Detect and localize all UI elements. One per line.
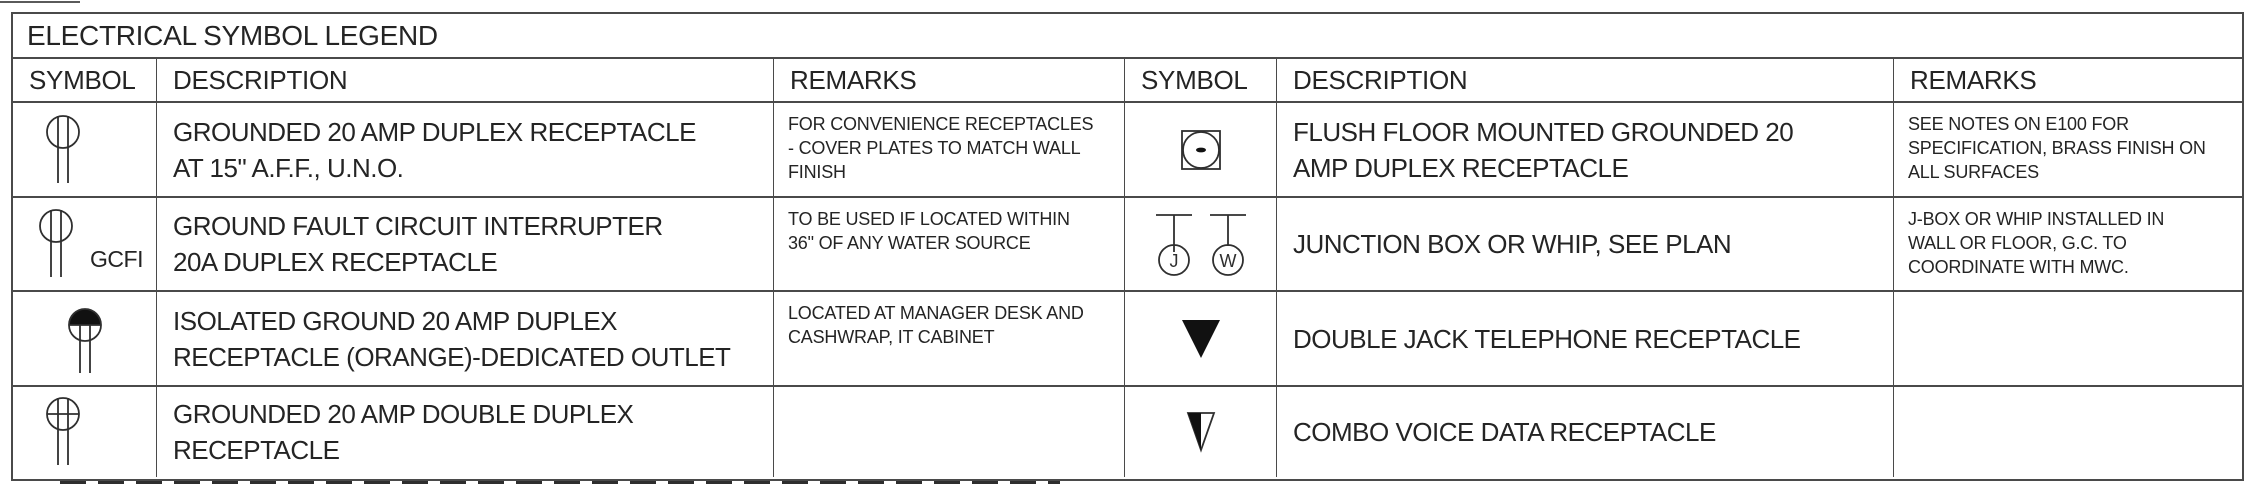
duplex-receptacle-icon: [45, 114, 80, 183]
description-text: ISOLATED GROUND 20 AMP DUPLEX RECEPTACLE…: [173, 305, 731, 372]
description-cell: FLUSH FLOOR MOUNTED GROUNDED 20 AMP DUPL…: [1277, 103, 1894, 198]
remarks-cell: SEE NOTES ON E100 FOR SPECIFICATION, BRA…: [1894, 103, 2242, 198]
description-text: DOUBLE JACK TELEPHONE RECEPTACLE: [1293, 323, 1801, 354]
header-description-left: DESCRIPTION: [157, 59, 774, 103]
description-text: COMBO VOICE DATA RECEPTACLE: [1293, 417, 1716, 447]
electrical-symbol-legend-table: ELECTRICAL SYMBOL LEGEND SYMBOL DESCRIPT…: [11, 12, 2244, 481]
symbol-cell: J W: [1125, 198, 1277, 292]
remarks-text: LOCATED AT MANAGER DESK AND CASHWRAP, IT…: [788, 303, 1084, 347]
symbol-cell: [1125, 387, 1277, 477]
remarks-cell: LOCATED AT MANAGER DESK AND CASHWRAP, IT…: [774, 292, 1125, 387]
header-remarks-right: REMARKS: [1894, 59, 2242, 103]
description-cell: GROUNDED 20 AMP DOUBLE DUPLEX RECEPTACLE: [157, 387, 774, 477]
telephone-receptacle-icon: [1181, 319, 1220, 358]
symbol-cell: [13, 292, 157, 387]
isolated-ground-receptacle-icon: [67, 307, 102, 373]
symbol-cell: [1125, 103, 1277, 198]
header-symbol-right: SYMBOL: [1125, 59, 1277, 103]
description-text: JUNCTION BOX OR WHIP, SEE PLAN: [1293, 229, 1732, 259]
remarks-cell: J-BOX OR WHIP INSTALLED IN WALL OR FLOOR…: [1894, 198, 2242, 292]
remarks-text: J-BOX OR WHIP INSTALLED IN WALL OR FLOOR…: [1908, 209, 2165, 277]
remarks-cell: TO BE USED IF LOCATED WITHIN 36" OF ANY …: [774, 198, 1125, 292]
remarks-cell: [1894, 387, 2242, 477]
symbol-cell: [1125, 292, 1277, 387]
gfci-receptacle-icon: [39, 209, 73, 277]
description-text: GROUNDED 20 AMP DOUBLE DUPLEX RECEPTACLE: [173, 399, 634, 465]
header-symbol-left: SYMBOL: [13, 59, 157, 103]
description-text: GROUNDED 20 AMP DUPLEX RECEPTACLE AT 15"…: [173, 116, 696, 183]
flush-floor-receptacle-icon: [1180, 129, 1221, 170]
double-duplex-receptacle-icon: [45, 397, 80, 465]
whip-letter: W: [1219, 251, 1236, 271]
junction-box-whip-icon: J W: [1155, 214, 1246, 276]
remarks-text: TO BE USED IF LOCATED WITHIN 36" OF ANY …: [788, 209, 1070, 253]
header-remarks-left: REMARKS: [774, 59, 1125, 103]
gfci-symbol-label: GCFI: [90, 246, 143, 272]
description-cell: COMBO VOICE DATA RECEPTACLE: [1277, 387, 1894, 477]
description-cell: DOUBLE JACK TELEPHONE RECEPTACLE: [1277, 292, 1894, 387]
description-text: FLUSH FLOOR MOUNTED GROUNDED 20 AMP DUPL…: [1293, 116, 1794, 183]
symbol-cell: [13, 103, 157, 198]
legend-title: ELECTRICAL SYMBOL LEGEND: [13, 14, 2242, 59]
remarks-text: FOR CONVENIENCE RECEPTACLES - COVER PLAT…: [788, 114, 1094, 182]
remarks-cell: [774, 387, 1125, 477]
description-text: GROUND FAULT CIRCUIT INTERRUPTER 20A DUP…: [173, 211, 663, 277]
description-cell: ISOLATED GROUND 20 AMP DUPLEX RECEPTACLE…: [157, 292, 774, 387]
remarks-text: SEE NOTES ON E100 FOR SPECIFICATION, BRA…: [1908, 114, 2206, 182]
description-cell: GROUND FAULT CIRCUIT INTERRUPTER 20A DUP…: [157, 198, 774, 292]
description-cell: GROUNDED 20 AMP DUPLEX RECEPTACLE AT 15"…: [157, 103, 774, 198]
cutoff-line-top: [0, 1, 80, 3]
header-description-right: DESCRIPTION: [1277, 59, 1894, 103]
combo-voice-data-icon: [1186, 412, 1215, 453]
junction-box-letter: J: [1169, 251, 1178, 271]
remarks-cell: FOR CONVENIENCE RECEPTACLES - COVER PLAT…: [774, 103, 1125, 198]
cutoff-line-bottom: [60, 480, 1060, 484]
description-cell: JUNCTION BOX OR WHIP, SEE PLAN: [1277, 198, 1894, 292]
symbol-cell: [13, 387, 157, 477]
symbol-cell: GCFI: [13, 198, 157, 292]
remarks-cell: [1894, 292, 2242, 387]
